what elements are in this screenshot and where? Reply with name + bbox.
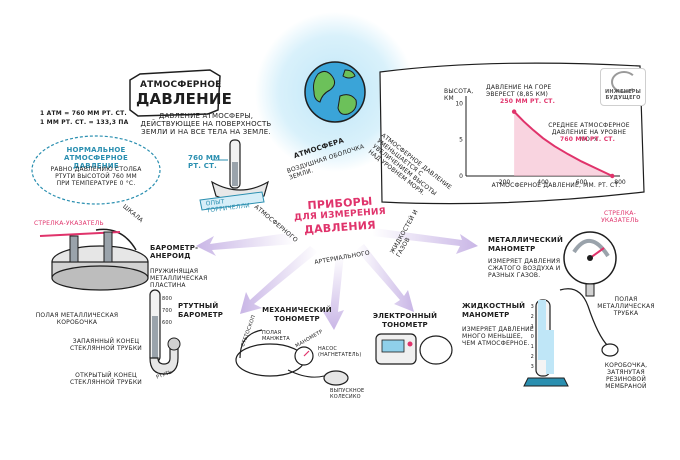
liquid-scale-tick: 3 xyxy=(530,304,534,310)
metal-title-line2: МАНОМЕТР xyxy=(488,245,536,253)
mechanical-tonometer-illustration xyxy=(235,329,349,386)
electronic-title-line1: ЭЛЕКТРОННЫЙ xyxy=(372,312,438,320)
torricelli-label-tag xyxy=(199,191,265,211)
liquid-scale-tick: 1 xyxy=(530,344,534,350)
liquid-scale-tick: 0 xyxy=(530,334,534,340)
liquid-manometer-illustration xyxy=(523,288,619,387)
liquid-scale-tick: 3 xyxy=(530,364,534,370)
cuff-label: ПОЛАЯ МАНЖЕТА xyxy=(262,330,290,342)
conversion-line2: 1 ММ РТ. СТ. = 133,3 ПА xyxy=(40,119,129,126)
liquid-scale: 3 2 1 0 1 2 3 xyxy=(526,302,534,372)
logo-line2: БУДУЩЕГО xyxy=(605,95,641,101)
mechanical-title-line2: ТОНОМЕТР xyxy=(274,315,320,323)
chart-ylabel-line2: КМ xyxy=(444,95,454,102)
torricelli-value: 760 ММ РТ. СТ. xyxy=(188,154,221,170)
logo-ring-icon xyxy=(611,71,637,93)
chart-xlabel: АТМОСФЕРНОЕ ДАВЛЕНИЕ, ММ. РТ. СТ. xyxy=(491,182,621,189)
title-line1: АТМОСФЕРНОЕ xyxy=(140,80,222,90)
chart-y-tick-label: 0 xyxy=(459,173,463,180)
chart-point xyxy=(610,173,615,179)
page-title: ДАВЛЕНИЕ xyxy=(136,90,233,108)
aneroid-illustration xyxy=(39,228,149,291)
logo-line1: ИНЖЕНЕРЫ xyxy=(605,89,641,95)
aneroid-pointer-label: СТРЕЛКА-УКАЗАТЕЛЬ xyxy=(34,220,104,227)
center-arrows xyxy=(196,228,478,330)
normal-pressure-bubble xyxy=(31,135,161,205)
electronic-title-line2: ТОНОМЕТР xyxy=(382,321,428,329)
chart-y-tick-label: 5 xyxy=(459,137,463,144)
aneroid-box-label: ПОЛАЯ МЕТАЛЛИЧЕСКАЯ КОРОБОЧКА xyxy=(35,312,119,326)
mercury-title-line2: БАРОМЕТР xyxy=(178,311,224,319)
everest-value: 250 ММ РТ. СТ. xyxy=(500,98,556,105)
mercury-title-line1: РТУТНЫЙ xyxy=(178,302,219,310)
liquid-scale-tick: 1 xyxy=(530,324,534,330)
metal-text: ИЗМЕРЯЕТ ДАВЛЕНИЯ СЖАТОГО ВОЗДУХА И РАЗН… xyxy=(488,258,561,279)
chart-x-tick-label: 400 xyxy=(537,179,549,186)
mechanical-title-line1: МЕХАНИЧЕСКИЙ xyxy=(262,306,332,314)
everest-label: ДАВЛЕНИЕ НА ГОРЕ ЭВЕРЕСТ (8,85 КМ) xyxy=(486,84,552,98)
electronic-tonometer-illustration xyxy=(375,333,453,365)
mercury-open-end: ОТКРЫТЫЙ КОНЕЦ СТЕКЛЯННОЙ ТРУБКИ xyxy=(70,372,142,386)
chart-x-tick-label: 200 xyxy=(499,179,511,186)
pump-label: НАСОС (НАГНЕТАТЕЛЬ) xyxy=(318,346,362,358)
sea-level-label: СРЕДНЕЕ АТМОСФЕРНОЕ ДАВЛЕНИЕ НА УРОВНЕ М… xyxy=(548,122,630,143)
title-banner xyxy=(129,69,221,117)
aneroid-title: БАРОМЕТР-АНЕРОИД xyxy=(150,244,199,260)
liquid-text: ИЗМЕРЯЕТ ДАВЛЕНИЕ МНОГО МЕНЬШЕЕ, ЧЕМ АТМ… xyxy=(462,326,534,347)
valve-label: ВЫПУСКНОЕ КОЛЕСИКО xyxy=(330,388,365,400)
mercury-scale-800: 800 xyxy=(162,296,173,302)
chart-y-tick-label: 10 xyxy=(455,100,463,107)
altitude-chart: 200 400 600 800 0 5 10 xyxy=(455,96,626,186)
mercury-closed-end: ЗАПАЯННЫЙ КОНЕЦ СТЕКЛЯННОЙ ТРУБКИ xyxy=(70,338,142,352)
normal-pressure-title: НОРМАЛЬНОЕ АТМОСФЕРНОЕ ДАВЛЕНИЕ xyxy=(64,146,128,170)
normal-pressure-text: РАВНО ДАВЛЕНИЮ СТОЛБА РТУТИ ВЫСОТОЙ 760 … xyxy=(50,166,142,187)
mercury-scale-600: 600 xyxy=(162,320,173,326)
mercury-scale-700: 700 xyxy=(162,308,173,314)
chart-series-line xyxy=(513,110,613,177)
liquid-scale-tick: 2 xyxy=(530,354,534,360)
chart-x-tick-label: 600 xyxy=(576,179,588,186)
aneroid-spring-label: ПРУЖИНЯЩАЯ МЕТАЛЛИЧЕСКАЯ ПЛАСТИНА xyxy=(150,268,208,289)
sea-level-value: 760 ММ РТ. СТ. xyxy=(560,136,616,143)
liquid-title-line2: МАНОМЕТР xyxy=(462,311,510,319)
chart-x-tick-label: 800 xyxy=(614,179,626,186)
mercury-barometer-illustration xyxy=(149,289,181,375)
earth-illustration xyxy=(255,12,415,172)
logo: ИНЖЕНЕРЫ БУДУЩЕГО xyxy=(600,68,646,106)
chart-point xyxy=(511,109,517,114)
metal-title-line1: МЕТАЛЛИЧЕСКИЙ xyxy=(488,236,564,244)
chart-ylabel-line1: ВЫСОТА, xyxy=(444,88,474,95)
conversion-line1: 1 АТМ = 760 ММ РТ. СТ. xyxy=(40,110,127,117)
liquid-box-label: КОРОБОЧКА, ЗАТЯНУТАЯ РЕЗИНОВОЙ МЕМБРАНОЙ xyxy=(604,362,648,390)
metal-pointer-label: СТРЕЛКА-УКАЗАТЕЛЬ xyxy=(601,210,639,224)
liquid-scale-tick: 2 xyxy=(530,314,534,320)
metal-tube-label: ПОЛАЯ МЕТАЛЛИЧЕСКАЯ ТРУБКА xyxy=(597,296,655,317)
liquid-title-line1: ЖИДКОСТНЫЙ xyxy=(462,302,526,310)
metal-manometer-illustration xyxy=(563,231,617,297)
chart-area xyxy=(514,111,613,176)
definition-text: ДАВЛЕНИЕ АТМОСФЕРЫ, ДЕЙСТВУЮЩЕЕ НА ПОВЕР… xyxy=(140,112,272,136)
